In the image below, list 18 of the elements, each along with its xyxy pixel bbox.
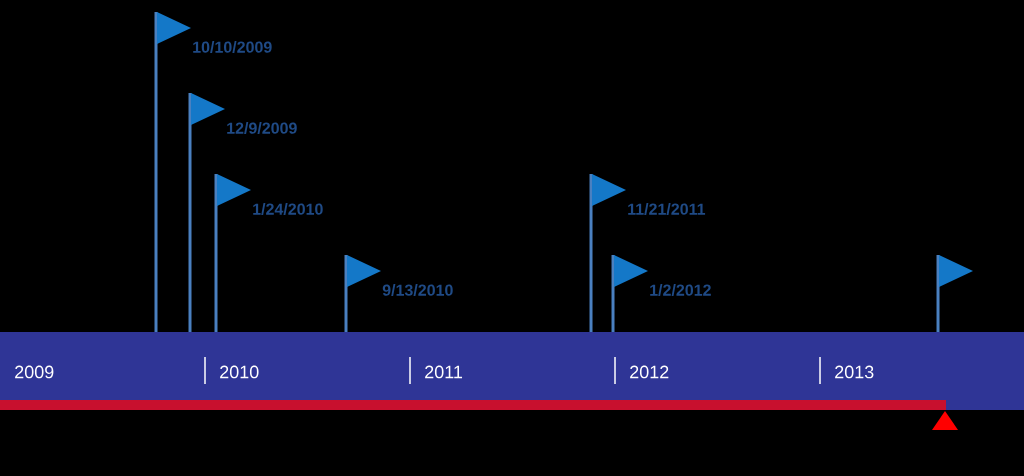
year-label: 2013: [835, 365, 874, 379]
date-label: 12/9/2009: [227, 122, 297, 134]
date-label: 1/24/2010: [253, 203, 323, 215]
date-label: 10/10/2009: [193, 41, 272, 53]
year-label: 2010: [220, 365, 259, 379]
flag: [214, 174, 251, 332]
date-label: 9/13/2010: [382, 284, 453, 296]
flag: [611, 255, 648, 332]
date-label: 11/21/2011: [628, 203, 706, 215]
year-label: 2009: [15, 365, 54, 379]
flag: [154, 12, 191, 332]
year-label: 2011: [425, 365, 463, 379]
date-label: 1/2/2012: [650, 284, 711, 296]
year-label: 2012: [630, 365, 669, 379]
flag: [589, 174, 626, 332]
flag: [936, 255, 973, 332]
flag: [188, 93, 225, 332]
flag: [344, 255, 381, 332]
